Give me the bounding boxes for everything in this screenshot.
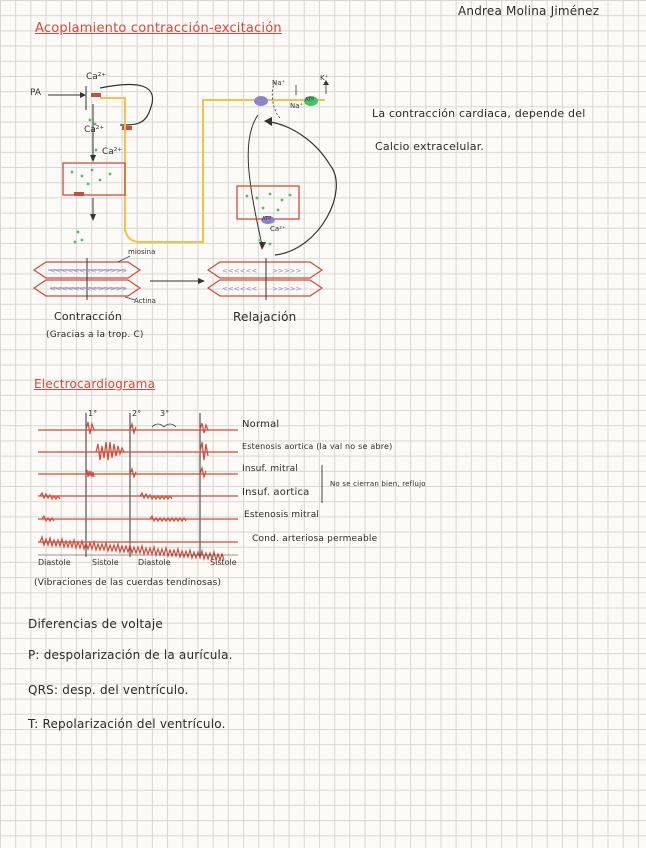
voltage-heading: Diferencias de voltaje — [28, 617, 163, 631]
atp-label-2: ATP — [262, 216, 271, 222]
calcium-mid-label: Ca²⁺ — [84, 125, 104, 135]
qrs-line: QRS: desp. del ventrículo. — [28, 683, 189, 697]
contraction-label: Contracción — [54, 310, 122, 323]
svg-text:>>>>>: >>>>> — [272, 267, 301, 275]
p-wave-line: P: despolarización de la aurícula. — [28, 648, 233, 662]
heart-sound-marker-3: 3° — [160, 409, 169, 418]
ecg-title: Electrocardiograma — [34, 377, 155, 391]
calcium-note-line2: Calcio extracelular. — [375, 140, 484, 153]
potassium-label: K⁺ — [320, 74, 328, 82]
vibration-note: (Vibraciones de las cuerdas tendinosas) — [34, 578, 221, 588]
sodium-top-label: Na⁺ — [272, 79, 285, 87]
ecg-label-cond-arteriosa: Cond. arteriosa permeable — [252, 534, 377, 544]
atp-label: ATP — [305, 97, 314, 103]
ecg-label-estenosis-aortica: Estenosis aortica (la val no se abre) — [242, 442, 393, 451]
phase-sistole-1: Sistole — [92, 558, 119, 567]
phase-diastole-2: Diastole — [138, 558, 171, 567]
heart-sound-marker-1: 1° — [88, 409, 97, 418]
svg-text:>>>>>: >>>>> — [98, 285, 127, 293]
ecg-label-insuf-mitral: Insuf. mitral — [242, 464, 298, 474]
svg-text:<<<<<<: <<<<<< — [222, 267, 257, 275]
svg-text:>>>>>: >>>>> — [98, 267, 127, 275]
phase-sistole-2: Sistole — [210, 558, 237, 567]
phase-diastole-1: Diastole — [38, 558, 71, 567]
ecg-brace-note: No se cierran bien, reflujo — [330, 480, 426, 488]
svg-text:<<<<<<<<: <<<<<<<< — [50, 285, 97, 293]
calcium-note-line1: La contracción cardiaca, depende del — [372, 107, 585, 120]
ecg-label-normal: Normal — [242, 419, 279, 430]
svg-text:<<<<<<: <<<<<< — [222, 285, 257, 293]
contraction-note: (Gracias a la trop. C) — [46, 330, 144, 340]
calcium-right-label: Ca²⁺ — [270, 225, 286, 233]
calcium-top-label: Ca²⁺ — [86, 72, 106, 82]
svg-text:>>>>>: >>>>> — [272, 285, 301, 293]
t-wave-line: T: Repolarización del ventrículo. — [28, 717, 226, 731]
pa-label: PA — [30, 88, 41, 98]
myosin-label: miosina — [128, 248, 155, 256]
excitation-contraction-diagram: <<<<<<<< <<<<<<<< >>>>> >>>>> <<<<<< <<<… — [0, 0, 646, 360]
ecg-label-estenosis-mitral: Estenosis mitral — [244, 510, 319, 520]
calcium-side-label: Ca²⁺ — [102, 147, 122, 157]
relaxation-label: Relajación — [233, 310, 296, 324]
svg-text:<<<<<<<<: <<<<<<<< — [50, 267, 97, 275]
sodium-mid-label: Na⁺ — [290, 102, 303, 110]
actin-label: Actina — [134, 297, 156, 305]
ecg-label-insuf-aortica: Insuf. aortica — [242, 487, 309, 498]
heart-sound-marker-2: 2° — [132, 409, 141, 418]
